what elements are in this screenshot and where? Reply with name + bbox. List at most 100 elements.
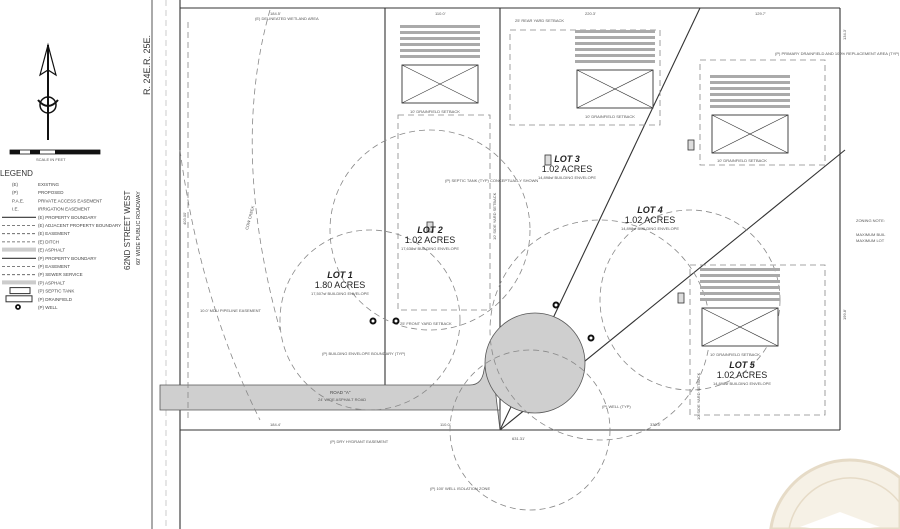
septic-tanks [426,139,695,304]
lot-acres: 1.02 ACRES [717,370,768,380]
drainfield-icon [400,25,480,104]
dimension: 330.0' [650,422,661,427]
well-note: (P) WELL (TYP) [602,404,631,409]
legend-label: (P) WELL [38,305,58,310]
drainfield-setback: 10' DRAINFIELD SETBACK [410,109,460,114]
septic-tank-icon [9,287,31,295]
street-width: 60' WIDE PUBLIC ROADWAY [136,191,142,265]
legend-label: (P) SEWER SERVICE [38,272,83,277]
front-setback: 25' FRONT YARD SETBACK [400,321,452,326]
range-bottom: R. 25E. [142,35,152,65]
lot-acres: 1.02 ACRES [542,164,593,174]
legend-label: (P) SEPTIC TANK [38,289,74,294]
hydrant-note: (P) DRY HYDRANT EASEMENT [330,439,389,444]
lot-name: LOT 2 [417,225,443,235]
well-icon [392,317,400,325]
lot-name: LOT 4 [637,205,663,215]
road-a: ROAD "A" 24' WIDE ASPHALT ROAD [159,312,586,431]
legend-item: P.A.E. PRIVATE ACCESS EASEMENT [12,198,102,203]
well-icon [369,317,377,325]
zoning-line: MAXIMUM LOT [856,238,885,243]
septic-tank-icon [677,292,685,304]
septic-note: (P) SEPTIC TANK (TYP) CONCEPTUALLY SHOWN [445,178,538,183]
drainfield-note: (P) PRIMARY DRAINFIELD AND 100% REPLACEM… [775,51,900,56]
legend-item: (P) DRAINFIELD [5,295,73,303]
lot-acres: 1.80 ACRES [315,280,366,290]
legend-item: (E) DITCH [2,239,59,244]
legend-label: (E) ASPHALT [38,248,65,253]
scale-bar: SCALE IN FEET [9,149,101,162]
legend-item: (P) SEWER SERVICE [2,272,83,277]
dimension: 134.3' [842,29,847,40]
legend-symbol: (E) [12,182,19,187]
dimension: 184.5' [270,11,281,16]
well-isolation-zones [179,9,826,511]
legend-label: (P) ASPHALT [38,280,65,285]
zoning-line: MAXIMUM BUIL [856,232,886,237]
legend-label: IRRIGATION EASEMENT [38,207,90,212]
watermark-seal [769,458,900,529]
legend-label: (E) PROPERTY BOUNDARY [38,215,97,220]
zoning-title: ZONING NOTE: [856,218,885,223]
legend-item: I.E. IRRIGATION EASEMENT [12,207,90,212]
drainfield-icon [5,295,33,303]
dimension: 129.7' [755,11,766,16]
dimension: 184.4' [270,422,281,427]
legend-symbol: I.E. [12,207,19,212]
north-arrow-icon [37,42,59,140]
legend-item: (P)PROPOSED [12,190,64,195]
septic-tank-icon [426,221,434,233]
drainfield-setback: 10' DRAINFIELD SETBACK [710,352,760,357]
drainfield-icon [710,75,790,154]
isolation-note: (P) 100' WELL ISOLATION ZONE [430,486,490,491]
drainfield-icon [700,268,780,347]
dimension: 110.0' [435,11,446,16]
legend-label: (P) DRAINFIELD [38,297,73,302]
lot-acres: 1.02 ACRES [405,235,456,245]
well-icon [15,304,21,310]
street-name: 62ND STREET WEST [123,190,132,270]
scale-label: SCALE IN FEET [36,157,66,162]
legend-item: (E) PROPERTY BOUNDARY [2,215,97,220]
septic-tank-icon [544,154,552,166]
legend-label: (P) PROPERTY BOUNDARY [38,256,97,261]
dimension: 403.00' [182,212,187,225]
drainfield-setback: 10' DRAINFIELD SETBACK [717,158,767,163]
legend-symbol: P.A.E. [12,198,24,203]
legend-item: (P) SEPTIC TANK [9,287,74,295]
wetland-note: (E) DELINEATED WETLAND AREA [255,16,319,21]
annotations: (E) DELINEATED WETLAND AREA COW CREEK (P… [200,16,900,491]
dimension: 220.3' [585,11,596,16]
dimension: 110.0' [440,422,451,427]
legend-label: (E) ADJACENT PROPERTY BOUNDARY [38,223,121,228]
legend-item: (P) EASEMENT [2,264,70,269]
wells [369,301,595,342]
legend-swatch [2,247,36,252]
drainfields [400,25,790,347]
street-62nd: R. 24E. R. 25E. 62ND STREET WEST 60' WID… [123,0,181,529]
legend-symbol: (P) [12,190,19,195]
lot-name: LOT 5 [729,360,755,370]
legend: LEGEND (E) EXISTING (P)PROPOSED P.A.E. PRIVA… [0,169,121,310]
legend-title: LEGEND [0,169,33,178]
lot-name: LOT 3 [554,154,580,164]
legend-label: (P) EASEMENT [38,264,70,269]
legend-label: EXISTING [38,182,60,187]
building-boundary-note: (P) BUILDING ENVELOPE BOUNDARY (TYP) [322,351,406,356]
legend-item: (E) EASEMENT [2,231,70,236]
legend-label: (E) EASEMENT [38,231,70,236]
legend-item: (E) ADJACENT PROPERTY BOUNDARY [2,223,121,228]
rear-setback: 25' REAR YARD SETBACK [515,18,564,23]
legend-item: (E) EXISTING [12,182,60,187]
legend-item: (E) ASPHALT [2,247,65,253]
drainfield-setback: 10' DRAINFIELD SETBACK [585,114,635,119]
legend-label: PRIVATE ACCESS EASEMENT [38,198,102,203]
lot-envelope: 17,507sf BUILDING ENVELOPE [311,291,369,296]
well-icon [552,301,560,309]
septic-tank-icon [687,139,695,151]
